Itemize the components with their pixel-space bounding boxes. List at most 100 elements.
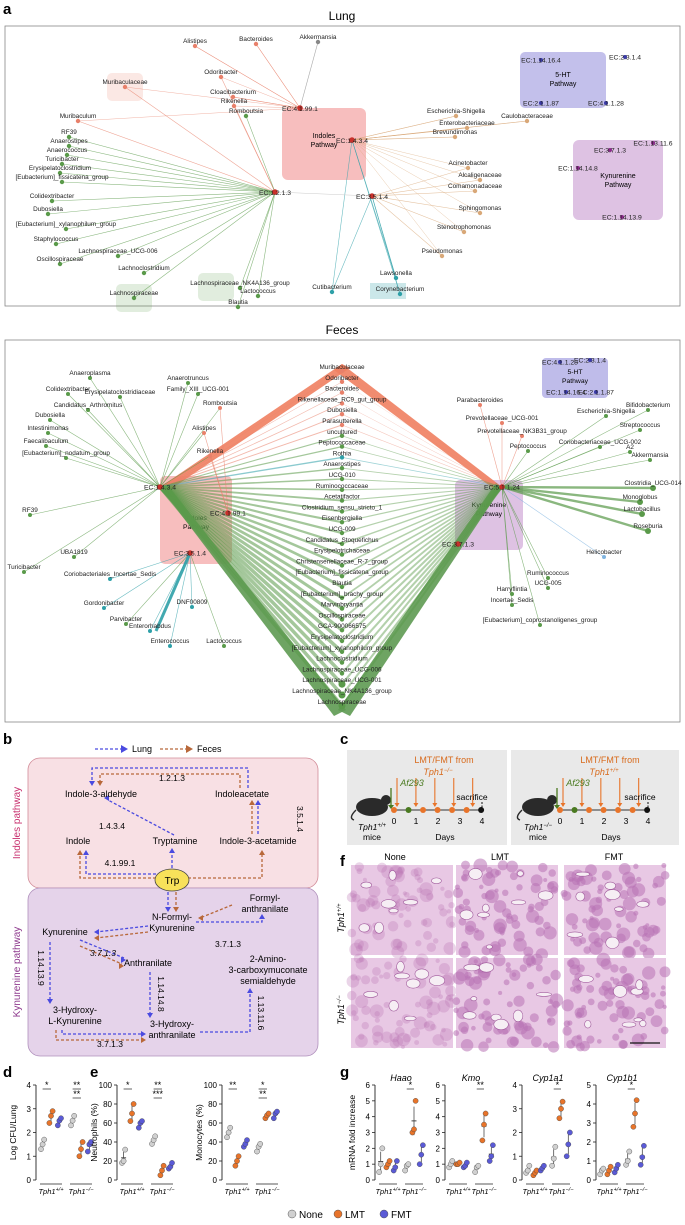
- feces-edge: [219, 407, 229, 514]
- lung-taxon-label: Cloacibacterium: [210, 89, 256, 96]
- feces-center-node: [339, 422, 345, 428]
- lung-edge: [239, 191, 276, 289]
- node-formyl-anthranilate-2: anthranilate: [241, 904, 288, 914]
- tile-cell: [419, 995, 433, 1010]
- tile-cell: [494, 888, 499, 893]
- tile-cell: [650, 1015, 663, 1028]
- enzyme-1-14-14-8: 1.14.14.8: [156, 976, 166, 1012]
- tile-cell: [396, 941, 408, 952]
- tile-cell: [513, 930, 525, 942]
- mouse-body-icon: [356, 798, 388, 816]
- feces-edge: [159, 485, 343, 589]
- tile-airspace: [479, 962, 495, 973]
- panel-b-letter: b: [3, 731, 12, 748]
- feces-edge: [341, 370, 503, 488]
- data-point: [412, 1098, 419, 1104]
- data-point: [488, 1153, 495, 1160]
- lung-taxon-label: Lachnospiraceae_UCG-006: [78, 248, 158, 255]
- lung-taxon-node: [439, 253, 445, 259]
- feces-right-label: Peptococcus: [510, 443, 547, 450]
- tile-cell: [414, 1040, 420, 1045]
- lung-taxon-node: [53, 241, 59, 247]
- lung-taxon-label: RF39: [61, 129, 77, 136]
- lung-edge: [371, 167, 469, 197]
- y-tick-label: 60: [103, 1119, 112, 1128]
- data-point: [41, 1136, 48, 1143]
- transfer-head: [451, 803, 457, 807]
- tile-cell: [438, 962, 450, 975]
- tile-cell: [346, 975, 360, 988]
- tile-cell: [413, 956, 427, 970]
- y-tick-label: 3: [366, 1129, 371, 1138]
- node-indole-3-aldehyde: Indole-3-aldehyde: [65, 789, 137, 799]
- y-tick-label: 4: [27, 1081, 32, 1090]
- lung-taxon-label: Odoribacter: [204, 69, 238, 76]
- tile-airspace: [360, 881, 373, 889]
- tile-cell: [631, 883, 646, 897]
- sig-label: **: [477, 1080, 485, 1090]
- right-recipient: Tph1−/−: [524, 822, 553, 832]
- panel-a-letter: a: [3, 1, 12, 18]
- tile-cell: [511, 920, 521, 929]
- feces-center-node: [339, 455, 345, 460]
- feces-right-label: Parabacteroides: [457, 397, 504, 404]
- lung-edge: [371, 195, 443, 257]
- tile-airspace: [470, 996, 478, 1002]
- y-tick-label: 6: [366, 1081, 371, 1090]
- tile-cell: [371, 976, 379, 985]
- feces-left-node: [28, 513, 32, 517]
- data-point: [641, 1143, 647, 1149]
- tile-cell: [484, 889, 499, 904]
- tile-cell: [440, 886, 445, 891]
- feces-hub-node: [499, 484, 505, 490]
- timeline-left-bg: [347, 750, 507, 845]
- arrow-nformyl-formyl-lung-head: [259, 914, 265, 919]
- histology-tile: [452, 858, 559, 961]
- timeline-tick-1: 1: [580, 816, 585, 826]
- tile-cell: [511, 972, 517, 977]
- group-sup: −/−: [86, 1187, 95, 1193]
- data-point: [526, 1162, 533, 1169]
- tile-cell: [452, 971, 466, 985]
- tile-cell: [439, 1028, 453, 1041]
- feces-left-label: Anaerotruncus: [167, 375, 209, 382]
- lung-taxon-label: Sphingomonas: [459, 205, 502, 212]
- feces-left-node: [222, 644, 226, 648]
- feces-center-label: uncultured: [327, 429, 357, 436]
- tile-cell: [659, 990, 666, 997]
- arrow-nformyl-kyn-lung-head: [94, 929, 99, 935]
- mouse-body-icon: [522, 798, 554, 816]
- lung-kyn-ec-node: [608, 148, 612, 152]
- data-point: [234, 1158, 240, 1164]
- tile-cell: [355, 1034, 368, 1048]
- arrow-4199-feces: [79, 852, 156, 879]
- histology-tile: [452, 953, 564, 1053]
- lung-edge: [351, 139, 481, 181]
- tile-airspace: [468, 868, 483, 880]
- feces-center-node: [339, 574, 345, 579]
- lung-hub-node: [297, 105, 303, 111]
- tile-cell: [383, 1001, 390, 1009]
- feces-left-node: [196, 392, 200, 396]
- tile-cell: [597, 888, 603, 894]
- group-sup: −/−: [272, 1187, 281, 1193]
- tile-airspace: [575, 891, 585, 902]
- feces-center-label: Odoribacter: [325, 375, 359, 382]
- feces-edge: [159, 407, 221, 488]
- data-point: [157, 1172, 164, 1179]
- data-point: [265, 1110, 272, 1117]
- feces-right-label: Roseburia: [633, 523, 663, 530]
- feces-center-label: Lachnospiraceae_UCG-001: [302, 677, 382, 684]
- tile-cell: [416, 887, 423, 894]
- feces-left-node: [66, 392, 70, 396]
- enzyme-1-2-1-3: 1.2.1.3: [159, 773, 185, 783]
- tile-cell: [369, 1004, 384, 1019]
- tile-cell: [561, 999, 574, 1012]
- lung-taxon-label: Romboutsia: [229, 108, 264, 115]
- tile-cell: [392, 1036, 404, 1047]
- lung-taxon-node: [393, 275, 399, 281]
- tile-cell: [371, 900, 381, 910]
- tile-cell: [471, 1025, 476, 1031]
- tile-cell: [543, 878, 548, 883]
